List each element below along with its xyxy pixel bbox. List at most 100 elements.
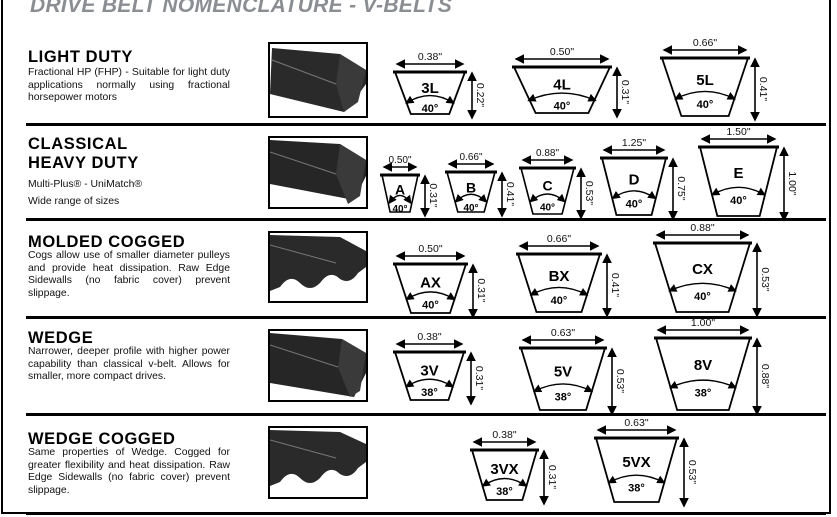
angle-arc-arrow — [668, 282, 737, 292]
width-dimension-label: 0.88" — [690, 222, 714, 234]
page-title: DRIVE BELT NOMENCLATURE - V-BELTS — [30, 0, 453, 17]
divider — [26, 123, 826, 126]
profile-name: CX — [692, 261, 713, 278]
height-dimension-label: 0.88" — [759, 364, 771, 388]
angle-label: 40° — [626, 198, 643, 210]
angle-label: 40° — [422, 299, 439, 311]
angle-label: 40° — [392, 204, 407, 215]
angle-label: 40° — [554, 101, 571, 113]
width-dimension-label: 1.00" — [691, 317, 715, 329]
height-dimension-label: 0.31" — [473, 366, 485, 390]
width-dimension-label: 0.88" — [536, 148, 559, 159]
angle-label: 40° — [730, 195, 747, 207]
divider — [26, 413, 826, 416]
height-dimension-label: 0.31" — [475, 278, 487, 302]
belt-image-wedge-cogged — [268, 426, 368, 499]
profile-name: 8V — [694, 357, 712, 374]
width-dimension-label: 0.38" — [418, 51, 442, 63]
belt-image-molded-cogged — [268, 231, 368, 303]
angle-arc-arrow — [611, 190, 657, 200]
height-dimension-label: 0.31" — [546, 465, 558, 489]
height-dimension-label: 0.53" — [686, 460, 698, 484]
divider — [26, 316, 826, 319]
profile-name: 5V — [554, 363, 572, 380]
height-dimension-label: 0.41" — [504, 182, 516, 206]
angle-arc-arrow — [527, 92, 597, 102]
width-dimension-label: 0.38" — [417, 331, 441, 343]
height-dimension-label: 0.22" — [474, 83, 486, 107]
angle-arc-arrow — [529, 286, 589, 296]
angle-label: 38° — [628, 483, 645, 495]
profile-name: 3V — [420, 362, 438, 379]
height-dimension-label: 0.75" — [675, 176, 687, 200]
angle-label: 40° — [697, 99, 714, 111]
height-dimension-label: 0.53" — [583, 181, 595, 205]
profile-name: A — [395, 181, 405, 197]
profile-name: B — [466, 179, 476, 195]
width-dimension-label: 0.38" — [492, 429, 516, 441]
height-dimension-label: 0.41" — [609, 273, 621, 297]
width-dimension-label: 0.50" — [388, 155, 411, 166]
angle-arc-arrow — [405, 291, 456, 301]
angle-label: 38° — [555, 391, 572, 403]
angle-arc-arrow — [405, 94, 455, 104]
width-dimension-label: 0.63" — [551, 327, 575, 339]
section-title-classical: CLASSICAL — [28, 135, 128, 153]
angle-arc-arrow — [388, 194, 412, 205]
section-desc-wedge-cogged: Same properties of Wedge. Cogged for gre… — [28, 447, 230, 496]
profile-name: C — [542, 178, 552, 194]
height-dimension-label: 0.53" — [759, 267, 771, 291]
angle-arc-arrow — [669, 379, 737, 389]
profile-name: 5L — [696, 72, 714, 89]
angle-label: 38° — [496, 486, 513, 498]
width-dimension-label: 1.50" — [726, 126, 750, 138]
profile-name: 3VX — [490, 461, 518, 478]
divider — [26, 512, 826, 515]
section-desc-classical: Multi-Plus® - UniMatch® — [28, 179, 143, 190]
width-dimension-label: 0.63" — [624, 417, 648, 429]
width-dimension-label: 0.50" — [550, 46, 574, 58]
profile-name: E — [733, 165, 743, 182]
angle-label: 40° — [551, 295, 568, 307]
angle-label: 40° — [540, 203, 555, 214]
height-dimension-label: 0.41" — [757, 77, 769, 101]
profile-name: 5VX — [622, 454, 650, 471]
angle-label: 40° — [463, 203, 478, 214]
profile-name: 4L — [553, 77, 571, 94]
profile-name: BX — [549, 268, 570, 285]
angle-label: 40° — [694, 291, 711, 303]
section-title-molded-cogged: MOLDED COGGED — [28, 233, 186, 251]
angle-label: 40° — [422, 103, 439, 115]
width-dimension-label: 0.66" — [459, 152, 482, 163]
height-dimension-label: 0.31" — [619, 80, 631, 104]
width-dimension-label: 0.50" — [418, 243, 442, 255]
section-desc-light-duty: Fractional HP (FHP) - Suitable for light… — [28, 67, 230, 104]
width-dimension-label: 1.25" — [622, 137, 646, 149]
section-desc-molded-cogged: Cogs allow use of smaller diameter pulle… — [28, 250, 230, 299]
section-title-wedge: WEDGE — [28, 329, 94, 347]
section-desc-classical-line2: Wide range of sizes — [28, 196, 120, 207]
section-title-light-duty: LIGHT DUTY — [28, 48, 133, 66]
height-dimension-label: 0.53" — [614, 369, 626, 393]
width-dimension-label: 0.66" — [693, 37, 717, 49]
width-dimension-label: 0.66" — [547, 233, 571, 245]
angle-label: 38° — [695, 388, 712, 400]
profile-name: D — [629, 172, 640, 189]
profile-name: AX — [420, 275, 441, 292]
angle-arc-arrow — [481, 477, 528, 487]
angle-arc-arrow — [711, 186, 766, 196]
angle-arc-arrow — [607, 474, 666, 484]
section-title-classical-line2: HEAVY DUTY — [28, 154, 139, 172]
angle-arc-arrow — [529, 193, 566, 203]
angle-arc-arrow — [405, 378, 454, 388]
angle-label: 38° — [421, 387, 438, 399]
section-title-wedge-cogged: WEDGE COGGED — [28, 430, 176, 448]
angle-arc-arrow — [454, 193, 488, 203]
divider — [26, 218, 826, 221]
belt-image-wedge — [268, 329, 368, 402]
angle-arc-arrow — [674, 90, 736, 100]
height-dimension-label: 1.00" — [786, 171, 798, 195]
angle-arc-arrow — [532, 383, 594, 393]
belt-image-light-duty — [268, 42, 368, 118]
